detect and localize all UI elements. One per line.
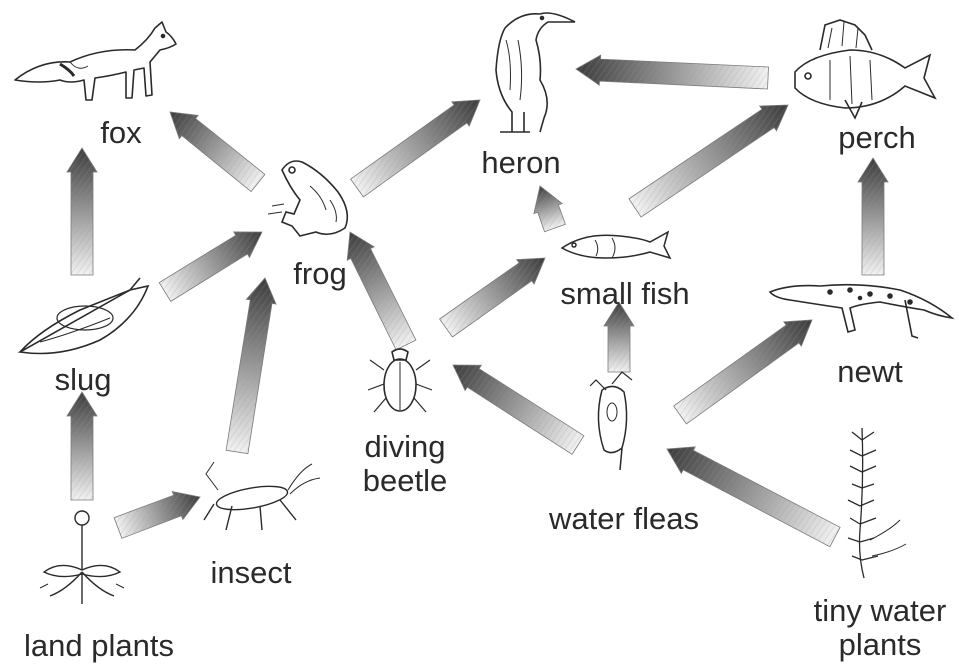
label-diving-beetle: diving beetle <box>363 430 447 498</box>
label-newt: newt <box>837 355 902 389</box>
arrow-texture <box>351 100 480 197</box>
small-fish-icon <box>562 232 670 258</box>
label-slug: slug <box>55 363 112 397</box>
frog-icon <box>268 161 347 236</box>
arrow-texture <box>226 278 276 454</box>
label-fox: fox <box>100 116 141 150</box>
arrow-texture <box>114 492 200 539</box>
fox-icon <box>15 22 176 100</box>
label-frog: frog <box>293 257 346 291</box>
perch-icon <box>795 20 935 118</box>
label-perch: perch <box>838 121 916 155</box>
arrow-texture <box>576 55 769 89</box>
arrow-texture <box>674 320 812 424</box>
label-diving-beetle-line1: diving <box>363 430 447 464</box>
arrow-texture <box>604 302 634 372</box>
arrow-texture <box>159 232 262 302</box>
arrow-texture <box>440 258 545 337</box>
land-plants-icon <box>40 511 124 604</box>
label-tiny-water-plants-line2: plants <box>814 628 947 662</box>
label-insect: insect <box>211 556 292 590</box>
label-tiny-water-plants: tiny water plants <box>814 594 947 662</box>
label-land-plants: land plants <box>24 629 174 663</box>
slug-icon <box>20 278 148 354</box>
insect-icon <box>204 462 320 530</box>
label-small-fish: small fish <box>560 277 689 311</box>
arrow-texture <box>170 112 265 192</box>
arrow-texture <box>629 105 788 217</box>
water-flea-icon <box>590 372 632 470</box>
arrow-texture <box>858 158 888 275</box>
label-water-fleas: water fleas <box>549 502 699 536</box>
label-diving-beetle-line2: beetle <box>363 464 447 498</box>
label-heron: heron <box>481 146 560 180</box>
heron-icon <box>496 13 575 132</box>
label-tiny-water-plants-line1: tiny water <box>814 594 947 628</box>
tiny-water-plants-icon <box>848 428 906 578</box>
arrow-texture <box>347 232 416 350</box>
diving-beetle-icon <box>368 349 432 412</box>
arrow-layer <box>67 55 888 547</box>
arrow-texture <box>453 365 584 454</box>
arrow-texture <box>67 148 97 275</box>
arrow-texture <box>534 186 566 232</box>
